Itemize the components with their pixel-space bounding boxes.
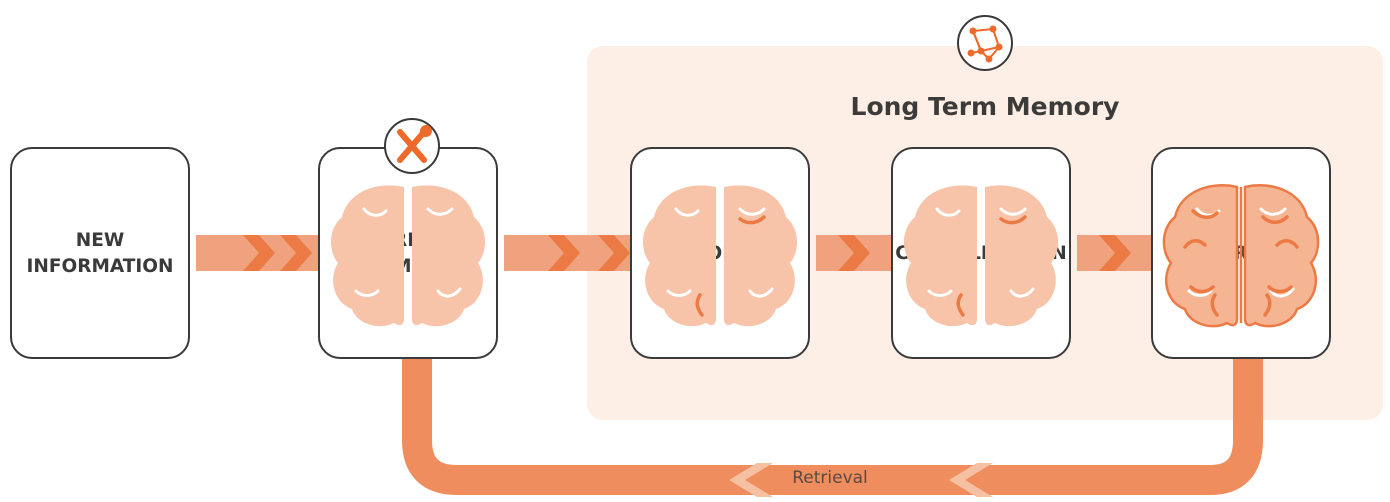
stage-label-line: NEW xyxy=(75,230,125,251)
stage-label-line: MEMORY xyxy=(362,256,454,277)
stage-label-line: CONSOLIDATION xyxy=(895,243,1067,264)
stage-label-encoding: ENCODING xyxy=(630,241,810,267)
stage-box-encoding: ENCODING xyxy=(630,147,810,359)
long-term-memory-title: Long Term Memory xyxy=(850,92,1120,121)
stage-label-line: STORAGE xyxy=(1191,243,1291,264)
retrieval-label: Retrieval xyxy=(792,468,868,488)
arrow-chevron-icon xyxy=(243,235,275,271)
stage-box-working-memory: WORKING MEMORY xyxy=(318,147,498,359)
retrieval-chevron-icon xyxy=(729,463,773,497)
arrow-chevron-icon xyxy=(280,235,312,271)
arrow-chevron-icon xyxy=(598,235,630,271)
stage-box-new-information: NEW INFORMATION xyxy=(10,147,190,359)
arrow-chevron-icon xyxy=(838,235,870,271)
stage-box-consolidation: CONSOLIDATION xyxy=(891,147,1071,359)
stage-label-storage: STORAGE xyxy=(1151,241,1331,267)
retrieval-band xyxy=(402,355,1263,495)
stage-label-line: WORKING xyxy=(356,230,460,251)
stage-label-consolidation: CONSOLIDATION xyxy=(891,241,1071,267)
stage-label-line: ENCODING xyxy=(664,243,776,264)
arrow-chevron-icon xyxy=(548,235,580,271)
stage-box-storage: STORAGE xyxy=(1151,147,1331,359)
stage-label-working-memory: WORKING MEMORY xyxy=(318,228,498,280)
retrieval-chevron-icon xyxy=(949,463,993,497)
stage-label-line: INFORMATION xyxy=(26,256,174,277)
stage-label-new-information: NEW INFORMATION xyxy=(10,228,190,280)
arrow-chevron-icon xyxy=(1099,235,1131,271)
